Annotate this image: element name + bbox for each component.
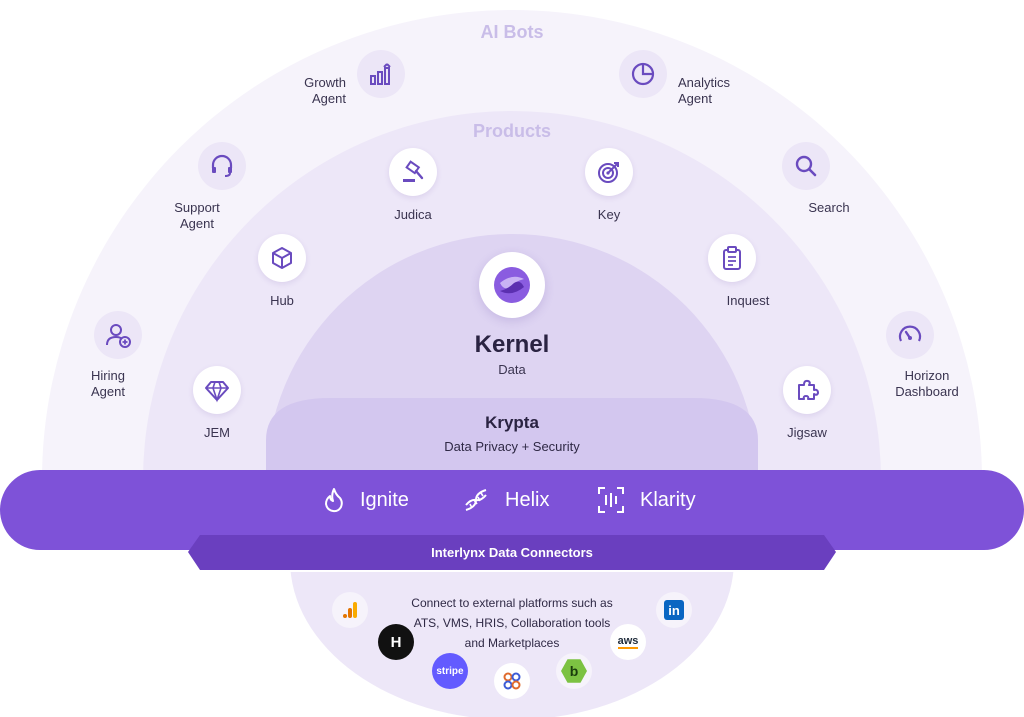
jem-label: JEM: [204, 425, 230, 440]
diamond-icon: [205, 381, 229, 403]
external-platforms-area: [290, 560, 734, 717]
hub-node[interactable]: [258, 234, 306, 282]
platform-bar-bg: [0, 470, 1024, 550]
hubspot-h-logo: H: [378, 624, 414, 660]
support-agent-label: Support Agent: [174, 200, 220, 231]
search-icon: [795, 155, 817, 177]
analytics-agent-label: Analytics Agent: [678, 75, 731, 106]
kernel-subtitle: Data: [498, 362, 526, 377]
hiring-agent-label: Hiring Agent: [91, 368, 125, 399]
gauge-icon: [898, 325, 922, 342]
stripe-logo-text: stripe: [436, 665, 464, 677]
clipboard-icon: [723, 246, 741, 270]
jigsaw-node[interactable]: [783, 366, 831, 414]
people-logo: [494, 663, 530, 699]
judica-node[interactable]: [389, 148, 437, 196]
ai-bots-title: AI Bots: [480, 22, 544, 42]
search-node[interactable]: [782, 142, 830, 190]
key-label: Key: [597, 207, 621, 222]
connectors-description: Connect to external platforms such as AT…: [411, 596, 613, 650]
klarity-label: Klarity: [640, 488, 696, 511]
inquest-label: Inquest: [726, 293, 770, 308]
stripe-logo: stripe: [432, 653, 468, 689]
inquest-node[interactable]: [708, 234, 756, 282]
horizon-dashboard-label: Horizon Dashboard: [895, 368, 959, 399]
kernel-title: Kernel: [474, 331, 550, 358]
google-analytics-icon: [343, 602, 357, 618]
growth-agent-node[interactable]: [357, 50, 405, 98]
aws-logo: aws: [610, 624, 646, 660]
headset-icon: [211, 154, 233, 177]
helix-label: Helix: [505, 488, 550, 511]
analytics-logo: [332, 592, 368, 628]
aws-logo-text: aws: [617, 634, 639, 649]
connectors-title[interactable]: Interlynx Data Connectors: [431, 545, 593, 560]
user-add-icon: [106, 324, 131, 348]
horizon-dashboard-node[interactable]: [886, 311, 934, 359]
dna-icon: [465, 489, 487, 511]
kernel-logo[interactable]: [479, 252, 545, 318]
analytics-agent-node[interactable]: [619, 50, 667, 98]
jem-node[interactable]: [193, 366, 241, 414]
hub-label: Hub: [270, 293, 294, 308]
krypta-subtitle: Data Privacy + Security: [444, 439, 580, 454]
pie-chart-icon: [631, 62, 655, 86]
klarity-item[interactable]: Klarity: [596, 484, 696, 516]
h-logo-text: H: [390, 633, 402, 651]
krypta-title: Krypta: [485, 413, 539, 432]
growth-agent-label: Growth Agent: [304, 75, 346, 106]
scan-icon: [598, 487, 624, 513]
kernel-logo-icon: [494, 267, 530, 303]
products-title: Products: [472, 121, 551, 141]
krypta-band: [266, 398, 758, 480]
target-icon: [598, 162, 619, 183]
judica-label: Judica: [394, 207, 432, 222]
helix-item[interactable]: Helix: [461, 484, 549, 516]
linkedin-logo: in: [656, 592, 692, 628]
ignite-label: Ignite: [360, 488, 409, 511]
hiring-agent-node[interactable]: [94, 311, 142, 359]
gavel-icon: [403, 160, 424, 182]
cube-icon: [272, 247, 292, 269]
key-node[interactable]: [585, 148, 633, 196]
linkedin-logo-text: in: [664, 600, 684, 620]
jigsaw-label: Jigsaw: [787, 425, 827, 440]
connector-bar-bg: [188, 535, 836, 570]
support-agent-node[interactable]: [198, 142, 246, 190]
bar-chart-icon: [370, 63, 391, 85]
ignite-item[interactable]: Ignite: [322, 484, 409, 516]
people-icon: [503, 672, 521, 690]
puzzle-icon: [798, 379, 819, 400]
flame-icon: [325, 488, 343, 513]
bullhorn-logo-text: b: [561, 659, 587, 683]
search-label: Search: [808, 200, 850, 215]
bullhorn-logo: b: [556, 653, 592, 689]
